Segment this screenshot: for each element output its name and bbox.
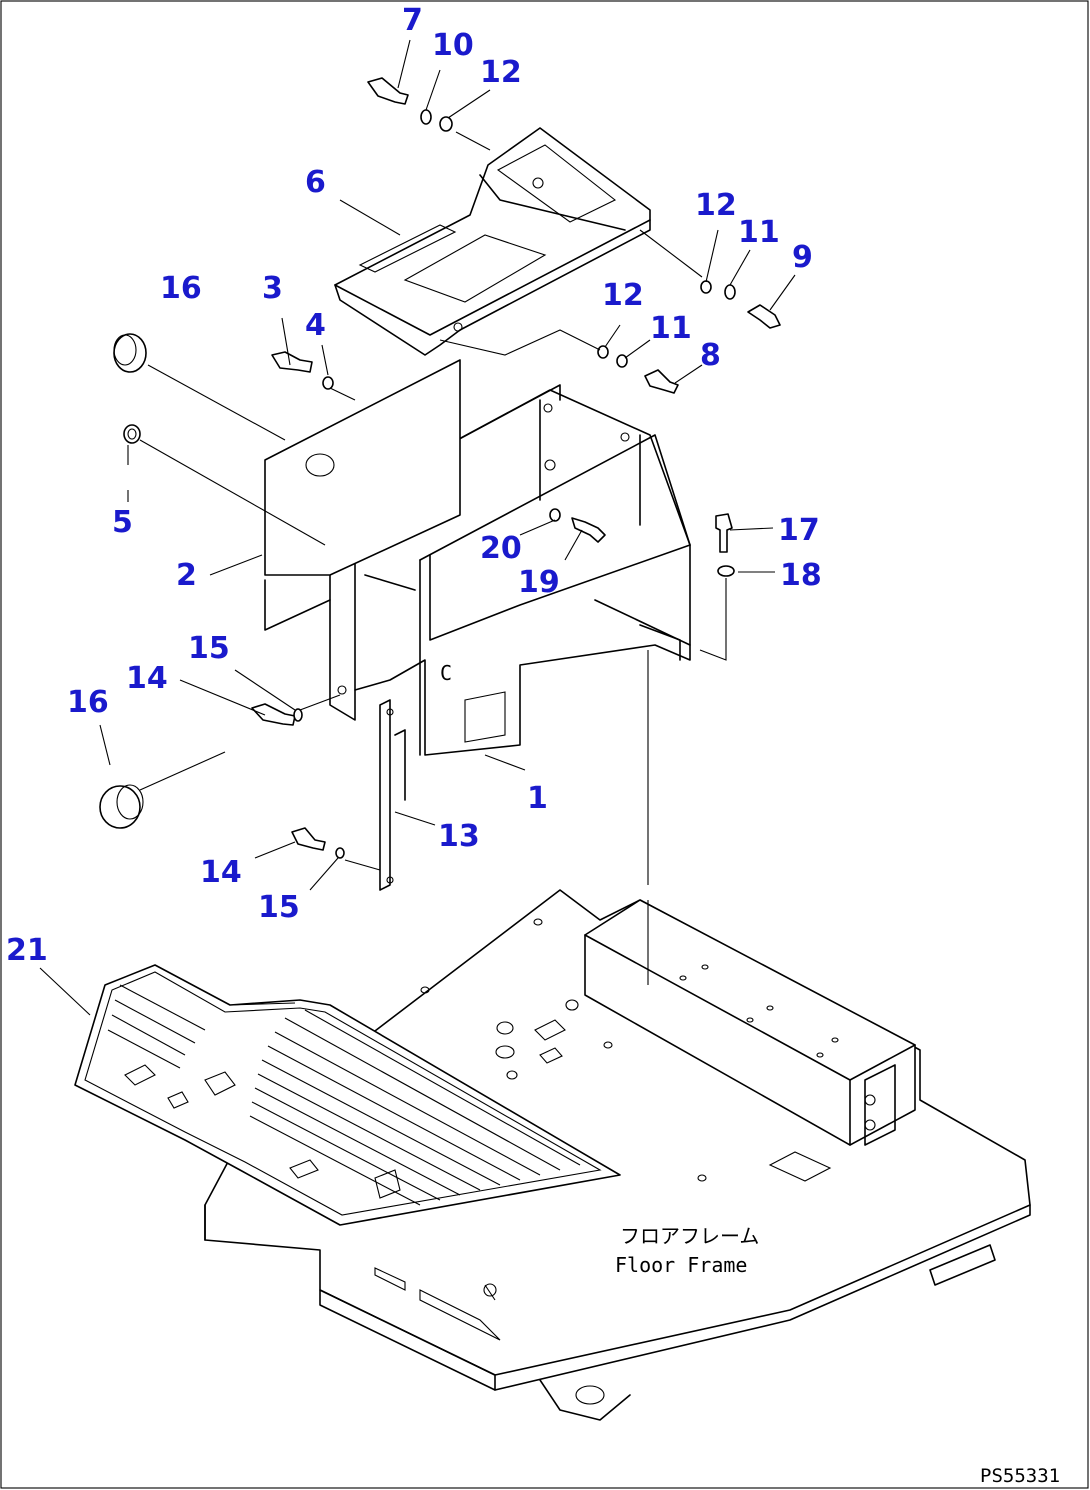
callout-14: 14 [126, 661, 168, 696]
callout-9: 9 [792, 240, 813, 275]
callout-8: 8 [700, 338, 721, 373]
mat-ribs [107, 984, 581, 1206]
bracket [379, 699, 406, 891]
callout-2: 2 [176, 558, 197, 593]
callout-12: 12 [602, 278, 644, 313]
callout-15: 15 [258, 890, 300, 925]
floor-frame-label-jp: フロアフレーム [620, 1224, 759, 1248]
callout-6: 6 [305, 165, 326, 200]
callout-17: 17 [778, 513, 820, 548]
callout-19: 19 [518, 565, 560, 600]
callout-18: 18 [780, 558, 822, 593]
callout-5: 5 [112, 505, 133, 540]
leader-lines [39, 39, 796, 1016]
floor-frame [204, 889, 1031, 1421]
callout-16: 16 [160, 271, 202, 306]
svg-text:C: C [440, 661, 452, 685]
callout-13: 13 [438, 819, 480, 854]
armrest-cover [334, 127, 651, 356]
callout-7: 7 [402, 3, 423, 38]
floor-frame-label-en: Floor Frame [615, 1253, 747, 1277]
hardware [99, 77, 781, 859]
callout-15: 15 [188, 631, 230, 666]
floor-mat [74, 964, 621, 1226]
callout-14: 14 [200, 855, 242, 890]
callout-20: 20 [480, 531, 522, 566]
callout-3: 3 [262, 271, 283, 306]
callout-11: 11 [650, 311, 692, 346]
drawing-code: PS55331 [980, 1465, 1060, 1487]
callout-11: 11 [738, 215, 780, 250]
callout-1: 1 [527, 781, 548, 816]
callout-10: 10 [432, 28, 474, 63]
callout-4: 4 [305, 308, 326, 343]
callout-12: 12 [695, 188, 737, 223]
callout-21: 21 [6, 933, 48, 968]
cover-plate [264, 359, 461, 631]
callout-16: 16 [67, 685, 109, 720]
floor-side-box [584, 899, 916, 1146]
callout-12: 12 [480, 55, 522, 90]
callouts: 7 10 12 6 12 11 9 16 3 4 12 11 8 5 17 20… [6, 3, 822, 968]
